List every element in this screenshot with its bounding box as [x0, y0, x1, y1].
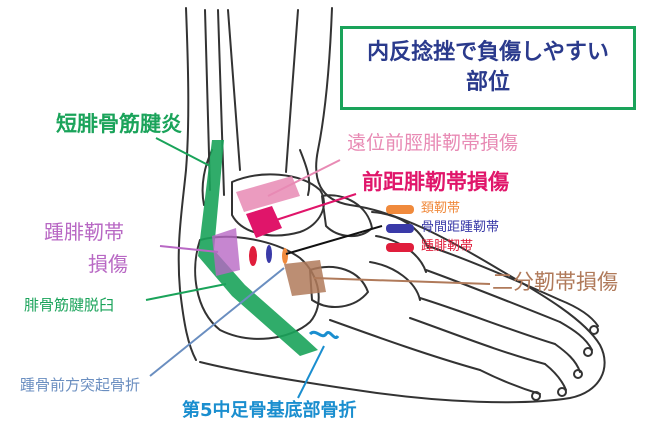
legend-swatch-orange [386, 205, 414, 214]
toe-bones [479, 299, 599, 395]
title-line-2: 部位 [465, 70, 510, 95]
label-calcaneofibular-injury-line1: 踵腓靭帯 [44, 220, 124, 244]
calcaneus-bone [194, 235, 320, 340]
title-line-1: 内反捻挫で負傷しやすい [367, 40, 609, 66]
leader-shokotsu [149, 267, 285, 377]
peroneus-brevis-tendon-mark [198, 140, 318, 356]
label-cervical-ligament: 頚靭帯 [421, 201, 461, 216]
leader-zenkyohi [269, 193, 357, 223]
cervical-ligament-mark-orange [282, 248, 288, 264]
legend-swatch-navy [386, 224, 414, 233]
malleolus-lines [201, 149, 311, 206]
label-calcaneofibular-injury-line2: 損傷 [88, 252, 128, 276]
anterior-talofibular-ligament-mark [246, 206, 282, 238]
label-anterior-talofibular-ligament: 前距腓靭帯損傷 [362, 170, 509, 194]
leg-outline-left [177, 7, 197, 361]
calcaneocuboid-mark-red [249, 246, 257, 266]
label-peroneal-tendon-dislocation: 腓骨筋腱脱臼 [24, 296, 115, 314]
label-bifurcate-ligament: 二分靭帯損傷 [492, 270, 618, 294]
leader-nibun [313, 277, 491, 285]
leader-legend [285, 225, 383, 255]
leg-outline-right [199, 7, 606, 404]
leader-daigo [297, 345, 325, 399]
tibia-bone [227, 9, 299, 173]
label-distal-tibiofibular-ligament: 遠位前脛腓靭帯損傷 [347, 132, 519, 154]
leader-shohi [159, 245, 219, 253]
label-fifth-metatarsal-base-fracture: 第5中足骨基底部骨折 [182, 400, 357, 421]
title-box: 内反捻挫で負傷しやすい 部位 [340, 26, 636, 110]
legend-swatch-red [386, 243, 414, 252]
label-peroneus-brevis-tendinitis: 短腓骨筋腱炎 [56, 112, 182, 136]
distal-tibiofibular-ligament-mark [236, 176, 300, 212]
label-anterior-calcaneal-process-fracture: 踵骨前方突起骨折 [20, 376, 141, 394]
interosseous-mark-navy [266, 245, 272, 263]
leader-enni [267, 159, 341, 197]
label-interosseous-ligament: 骨間距踵靭帯 [421, 220, 500, 235]
leader-tanhi [155, 137, 211, 167]
metatarsal-bones [329, 245, 561, 371]
fifth-metatarsal-fracture-mark [308, 330, 340, 339]
calcaneofibular-ligament-mark [212, 228, 240, 276]
talus-bone [231, 173, 325, 237]
leader-dakkyu [145, 283, 227, 301]
navicular-bone [321, 194, 373, 237]
bifurcate-ligament-mark [284, 260, 326, 296]
label-calcaneofibular-ligament: 踵腓靭帯 [421, 239, 474, 254]
cuboid-bone [309, 266, 369, 308]
